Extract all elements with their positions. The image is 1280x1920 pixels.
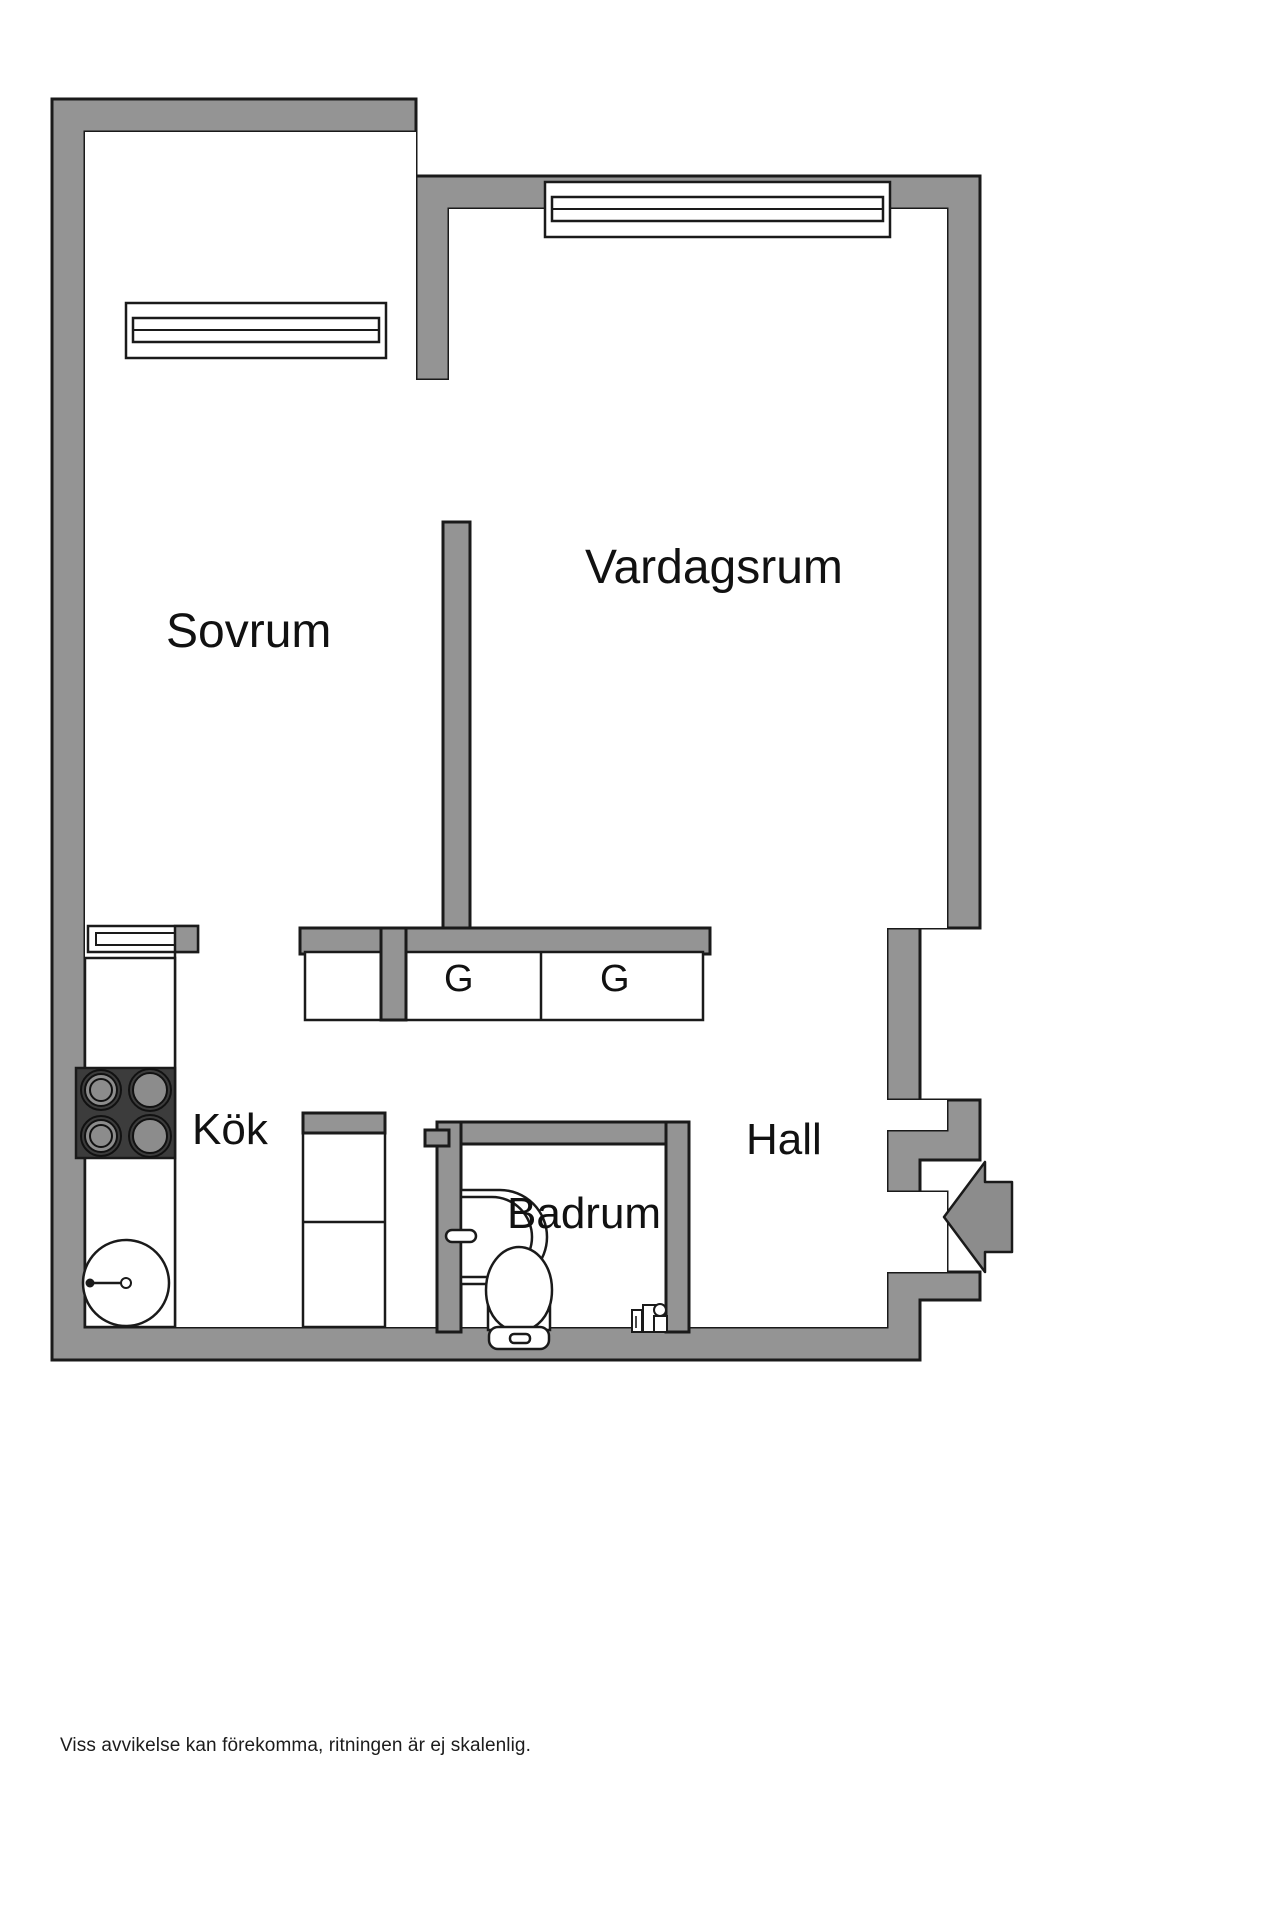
window-icon-sovrum bbox=[124, 301, 388, 360]
disclaimer-note: Viss avvikelse kan förekomma, ritningen … bbox=[60, 1735, 531, 1756]
room-label-badrum: Badrum bbox=[507, 1189, 662, 1238]
kitchen-cabinet-block bbox=[301, 1111, 387, 1329]
toilet-icon bbox=[484, 1245, 554, 1351]
washing-machine-icon bbox=[631, 1303, 668, 1333]
window-icon-vardagsrum bbox=[543, 180, 892, 239]
stove-icon bbox=[74, 1066, 177, 1160]
wardrobe-wall bbox=[298, 926, 712, 956]
room-label-sovrum: Sovrum bbox=[166, 605, 332, 658]
interior-floor bbox=[85, 132, 947, 1327]
room-label-kok: Kök bbox=[192, 1105, 268, 1154]
closet-label-garderob-1: G bbox=[444, 958, 474, 1000]
room-label-vardagsrum: Vardagsrum bbox=[585, 541, 843, 594]
partition-wall-bedroom-living bbox=[441, 520, 472, 936]
closet-label-garderob-2: G bbox=[600, 958, 630, 1000]
kitchen-sink-icon bbox=[81, 1238, 171, 1328]
window-icon-kok bbox=[86, 924, 200, 954]
wardrobes bbox=[303, 926, 705, 1022]
room-label-hall: Hall bbox=[746, 1115, 822, 1164]
entrance-arrow-icon bbox=[942, 1160, 1014, 1274]
